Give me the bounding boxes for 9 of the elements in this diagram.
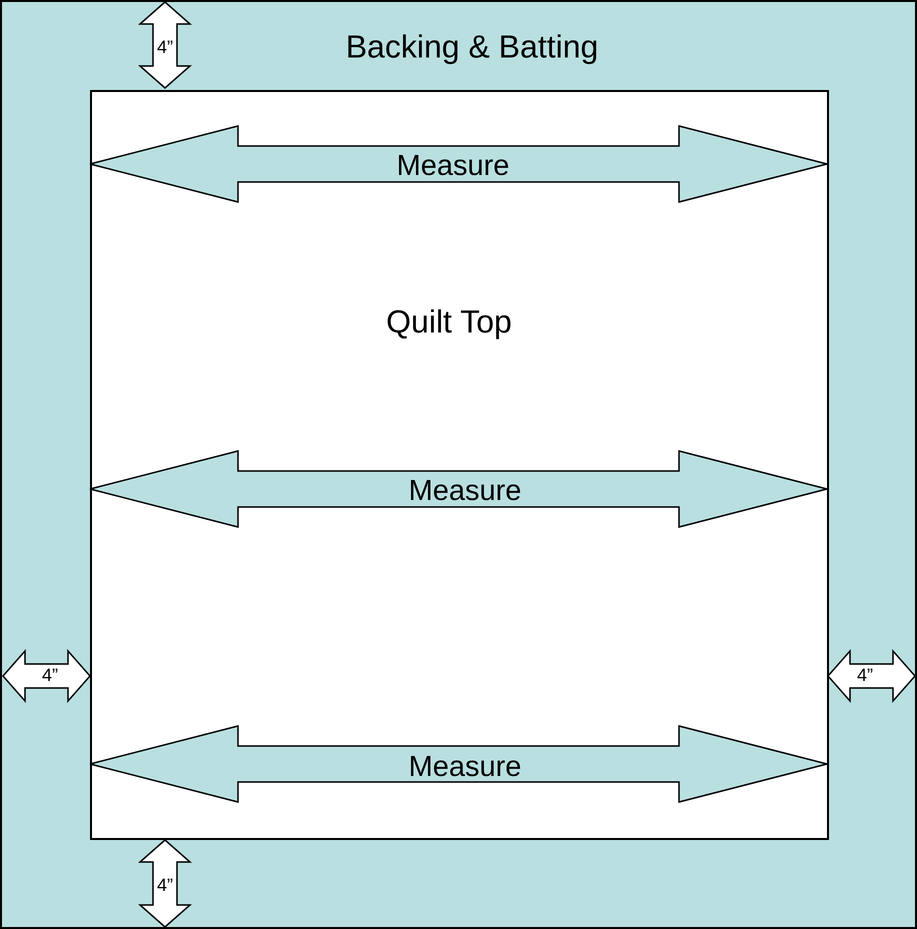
dimension-label: Measure (396, 151, 510, 183)
panel-label: Quilt Top (386, 304, 512, 340)
dimension-label: 4” (157, 38, 173, 58)
dimension-label: 4” (42, 666, 58, 686)
dimension-label: Measure (408, 752, 522, 784)
panel-label: Backing & Batting (346, 29, 598, 65)
dimension-label: 4” (157, 876, 173, 896)
dimension-label: Measure (408, 476, 522, 508)
dimension-label: 4” (857, 666, 873, 686)
